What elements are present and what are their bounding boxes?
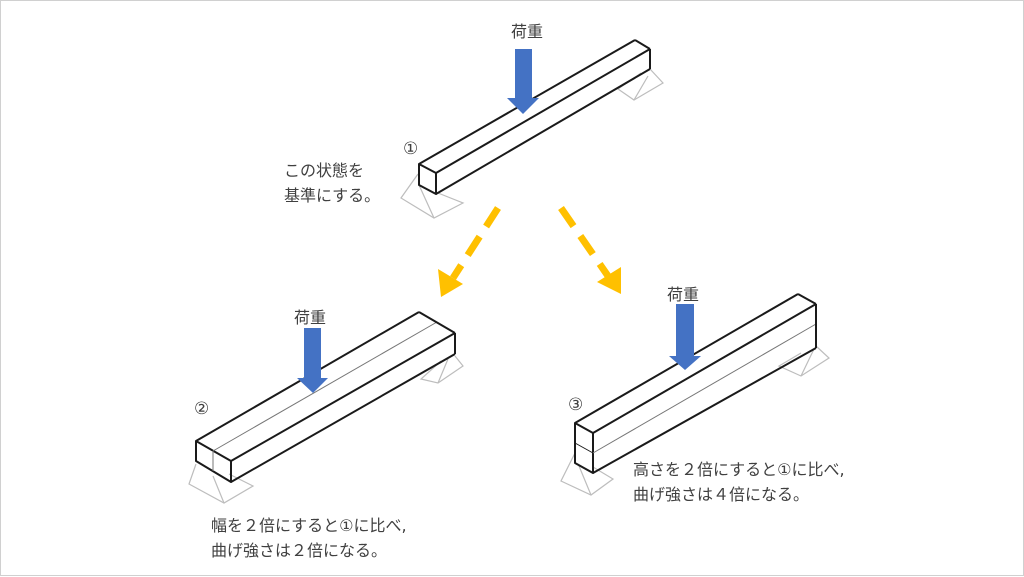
load-arrow: [507, 49, 539, 114]
beam-1-group: 荷重 ① この状態を 基準にする。: [284, 22, 664, 219]
load-label: 荷重: [667, 285, 699, 304]
beam-description-line-1: 高さを２倍にすると①に比べ,: [633, 460, 845, 479]
beam-description-line-2: 基準にする。: [284, 186, 380, 205]
load-arrow: [669, 304, 701, 370]
support-left: [400, 173, 465, 219]
beam-description-line-1: 幅を２倍にすると①に比べ,: [211, 516, 407, 535]
beam-2: [195, 311, 456, 483]
beam-number: ③: [568, 395, 583, 415]
beam-number: ②: [194, 399, 209, 419]
load-arrow: [297, 328, 328, 393]
beam-description-line-1: この状態を: [284, 161, 364, 180]
load-label: 荷重: [511, 22, 543, 41]
beam-description-line-2: 曲げ強さは４倍になる。: [633, 485, 809, 504]
beam-description-line-2: 曲げ強さは２倍になる。: [211, 541, 387, 560]
beam-3: [574, 293, 817, 474]
support-right: [419, 355, 464, 384]
transition-arrow-right: [558, 206, 621, 294]
beam-1: [418, 39, 651, 195]
support-left: [560, 452, 615, 496]
transition-arrow-left: [438, 206, 501, 297]
support-left: [188, 463, 255, 504]
load-label: 荷重: [294, 308, 326, 327]
beam-number: ①: [403, 139, 418, 159]
support-right: [777, 345, 830, 377]
beam-2-group: 荷重 ② 幅を２倍にすると①に比べ, 曲げ強さは２倍になる。: [188, 308, 464, 560]
beam-3-group: 荷重 ③ 高さを２倍にすると①に比べ, 曲げ強さは４倍になる。: [560, 285, 845, 504]
